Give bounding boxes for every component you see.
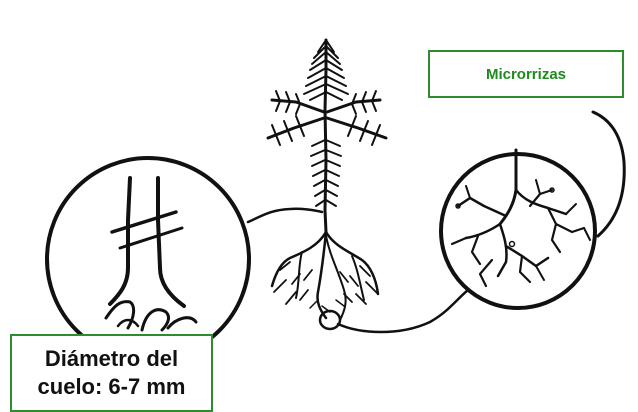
mycorrhiza-magnifier-icon	[441, 150, 595, 308]
stem-connector-line	[248, 209, 322, 222]
diametro-cuello-label: Diámetro del cuelo: 6-7 mm	[10, 334, 213, 412]
label-connector-line	[593, 112, 624, 236]
diametro-label-line2: cuelo: 6-7 mm	[38, 373, 186, 401]
diametro-label-line1: Diámetro del	[45, 345, 178, 373]
stem-collar-magnifier-icon	[47, 158, 249, 360]
microrrizas-label-text: Microrrizas	[486, 66, 566, 83]
microrrizas-label: Microrrizas	[428, 50, 624, 98]
seedling-icon	[268, 40, 386, 329]
